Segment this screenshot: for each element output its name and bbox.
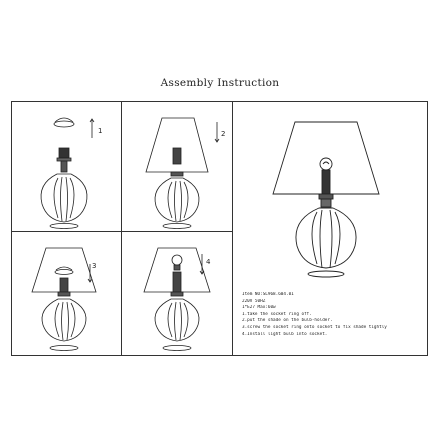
instruction-line: 3.screw the socket ring onto socket to f…: [242, 324, 387, 330]
instruction-line: 4.Install light bulb into socket.: [242, 331, 328, 337]
lamp-shade-icon: [143, 247, 211, 293]
lamp-shade-icon: [31, 247, 97, 293]
divider-vertical-1: [121, 102, 122, 355]
light-bulb-icon: [171, 254, 183, 266]
instruction-frame: [11, 101, 428, 356]
step-2-panel: 2: [122, 102, 232, 231]
item-number: Item NO:SL968.604.01: [242, 292, 294, 297]
step-3-number: 3: [92, 262, 97, 270]
divider-horizontal: [12, 231, 232, 232]
step-2-illustration: [145, 117, 220, 229]
lamp-base-icon: [154, 298, 200, 342]
bulb-spec-text: 1*E27 Max:60w: [242, 305, 276, 311]
document-title: Assembly Instruction: [160, 77, 280, 89]
step-4-panel: 4: [122, 232, 232, 355]
step-4-number: 4: [206, 258, 211, 266]
voltage-text: 220V 50HZ: [242, 298, 266, 304]
assembled-lamp-illustration: [272, 121, 380, 278]
step-3-panel: 3: [12, 232, 121, 355]
step-1-panel: 1: [12, 102, 121, 231]
socket-ring-icon: [53, 120, 75, 128]
lamp-base-icon: [41, 298, 87, 342]
step-4-illustration: [143, 247, 211, 351]
socket-ring-icon: [54, 269, 74, 275]
lamp-base-icon: [154, 177, 200, 223]
step-3-illustration: [31, 247, 97, 351]
step-1-illustration: [40, 117, 95, 229]
instruction-line: 2.put the shade on the bulb-holder.: [242, 318, 333, 324]
step-2-number: 2: [221, 130, 226, 138]
lamp-base-icon: [295, 207, 357, 269]
light-bulb-icon: [319, 157, 333, 171]
lamp-base-icon: [40, 173, 88, 223]
lamp-shade-icon: [272, 121, 380, 195]
instruction-line: 1.take the socket ring off.: [242, 311, 312, 317]
lamp-shade-icon: [145, 117, 209, 173]
divider-vertical-2: [232, 102, 233, 355]
assembled-lamp-panel: [233, 102, 427, 290]
specifications-block: Item NO:SL968.604.01 220V 50HZ 1*E27 Max…: [242, 292, 428, 338]
step-1-number: 1: [98, 127, 103, 135]
